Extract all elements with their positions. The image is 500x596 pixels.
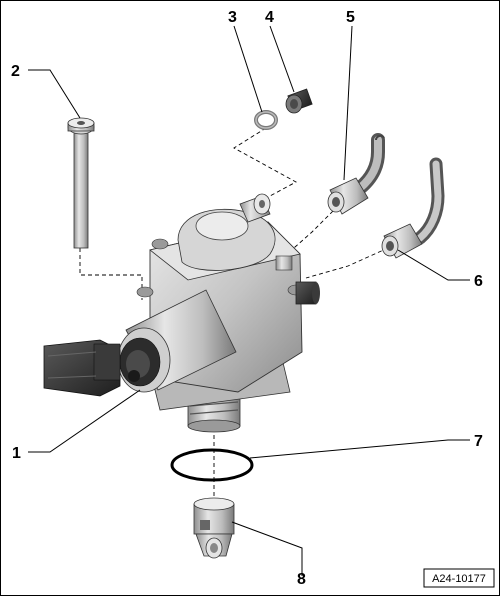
callout-2: 2 xyxy=(11,63,20,80)
small-o-ring-part xyxy=(254,110,278,130)
callout-labels: 1 2 3 4 5 6 7 8 xyxy=(11,9,483,588)
callout-1: 1 xyxy=(12,445,21,462)
callout-3: 3 xyxy=(228,9,237,26)
bolt-part xyxy=(67,117,95,249)
roller-tappet-part xyxy=(193,497,235,559)
high-pressure-pump-part xyxy=(43,193,320,433)
plug-part xyxy=(285,88,313,114)
large-o-ring-part xyxy=(170,448,254,482)
callout-8: 8 xyxy=(297,571,306,588)
leader-lines xyxy=(28,25,470,576)
figure-code: A24-10177 xyxy=(432,573,486,585)
callout-5: 5 xyxy=(346,9,355,26)
callout-6: 6 xyxy=(474,273,483,290)
callout-7: 7 xyxy=(474,433,483,450)
figure-code-box: A24-10177 xyxy=(423,568,495,588)
callout-4: 4 xyxy=(265,9,274,26)
return-line-fitting-part xyxy=(381,157,445,259)
high-pressure-line-fitting-part xyxy=(327,133,385,215)
